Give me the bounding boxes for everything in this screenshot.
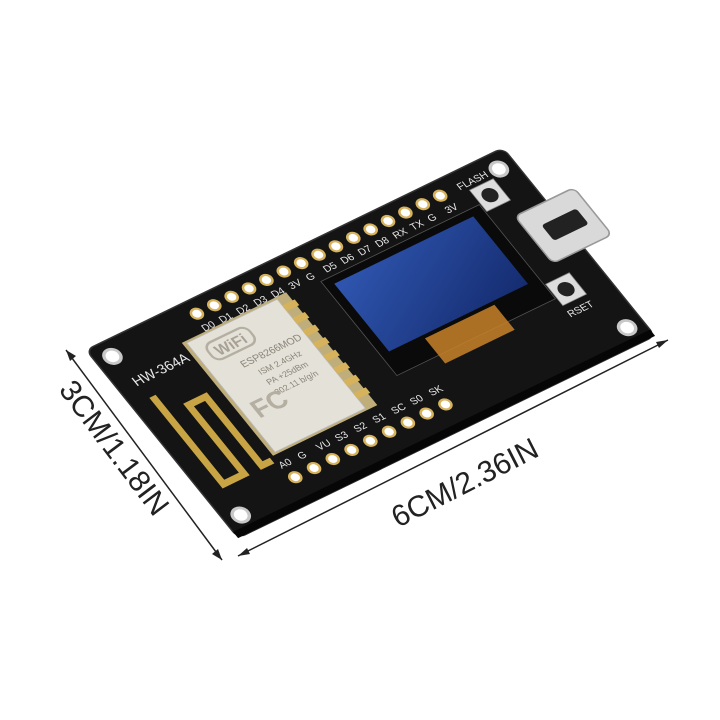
pcb-antenna bbox=[149, 392, 275, 489]
pin-hole-3v bbox=[432, 189, 448, 202]
pin-label: D4 bbox=[269, 286, 288, 300]
pin-label: SK bbox=[427, 384, 446, 399]
pin-label: D6 bbox=[339, 252, 358, 266]
pcb-board: HW-364A WiFi ESP8266MOD ISM 2.4GHz PA +2… bbox=[88, 149, 656, 539]
pin-hole-g bbox=[306, 462, 322, 475]
pin-hole-s3 bbox=[344, 443, 359, 456]
pin-hole-a0 bbox=[287, 471, 303, 484]
pin-label: S2 bbox=[352, 421, 370, 435]
pin-label: VU bbox=[314, 438, 334, 453]
pin-label: D7 bbox=[356, 244, 375, 258]
pin-label: S3 bbox=[333, 430, 351, 444]
pin-label: S1 bbox=[370, 412, 388, 426]
pin-label: S0 bbox=[408, 393, 426, 407]
pin-hole-d7 bbox=[345, 231, 361, 244]
esp8266-module: WiFi ESP8266MOD ISM 2.4GHz PA +25dBm 802… bbox=[181, 292, 378, 456]
pin-hole-sk bbox=[438, 398, 453, 411]
pin-hole-d1 bbox=[206, 299, 222, 312]
pin-label: D1 bbox=[217, 311, 236, 325]
mounting-holes bbox=[102, 160, 638, 524]
pin-label: 3V bbox=[286, 278, 304, 292]
oled-display bbox=[320, 204, 556, 377]
pin-label: D3 bbox=[252, 294, 271, 308]
ribbon-cable bbox=[424, 304, 515, 364]
pin-hole-d8 bbox=[363, 223, 378, 236]
pin-label: A0 bbox=[277, 457, 295, 471]
pin-hole-g bbox=[415, 198, 431, 211]
pin-hole-vu bbox=[325, 452, 341, 466]
pin-hole-s2 bbox=[363, 434, 378, 447]
pin-hole-d5 bbox=[311, 248, 326, 261]
pin-label: 3V bbox=[443, 202, 461, 216]
usb-c-port bbox=[516, 188, 611, 262]
pin-hole-d3 bbox=[241, 282, 257, 295]
pin-label: D2 bbox=[234, 303, 253, 317]
pin-hole-sc bbox=[400, 416, 416, 429]
pin-label: TX bbox=[408, 219, 427, 233]
pin-label: D8 bbox=[373, 235, 392, 249]
pin-hole-g bbox=[293, 257, 309, 270]
oled-screen bbox=[334, 216, 529, 352]
pin-hole-rx bbox=[380, 214, 396, 228]
pin-hole-d2 bbox=[224, 290, 239, 303]
pin-hole-d4 bbox=[259, 273, 274, 287]
pin-hole-3v bbox=[276, 265, 292, 278]
pin-hole-d0 bbox=[189, 307, 205, 320]
wifi-logo bbox=[205, 326, 257, 361]
pin-hole-d6 bbox=[328, 240, 344, 253]
pin-label: D0 bbox=[200, 320, 219, 334]
pin-hole-tx bbox=[398, 206, 413, 219]
pin-hole-s1 bbox=[381, 425, 397, 438]
pin-hole-s0 bbox=[419, 407, 434, 420]
pin-label: D5 bbox=[321, 261, 340, 275]
